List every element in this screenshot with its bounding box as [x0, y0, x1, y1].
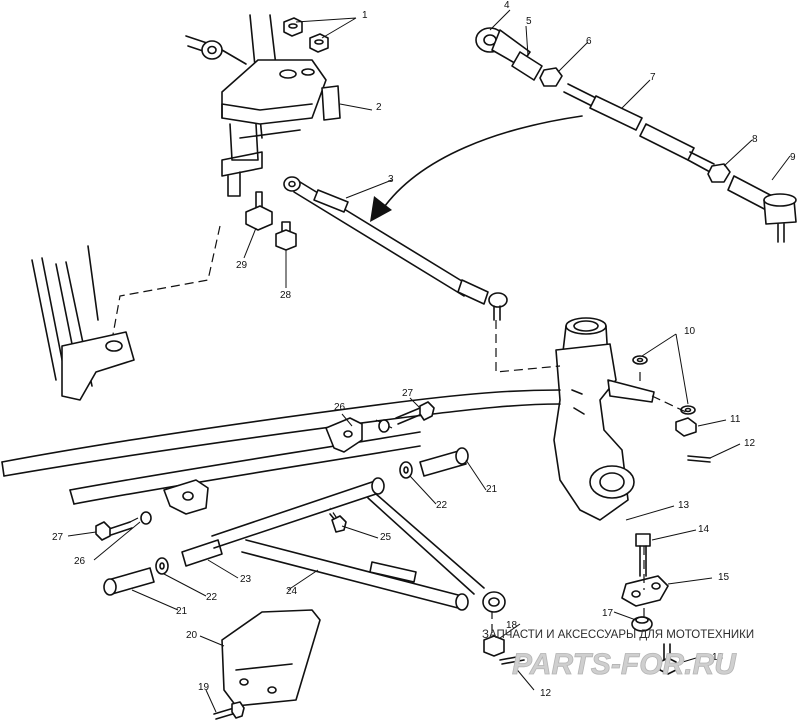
jam-nut-8	[707, 163, 731, 183]
bolt-19	[213, 701, 245, 720]
washer-26-lower	[140, 511, 152, 525]
callout-8: 8	[752, 134, 758, 145]
callout-7: 7	[650, 72, 656, 83]
callout-29: 29	[236, 260, 248, 271]
callout-26: 26	[74, 556, 86, 567]
callout-26: 26	[334, 402, 346, 413]
callout-22: 22	[436, 500, 448, 511]
boot-5	[511, 51, 543, 81]
callout-20: 20	[186, 630, 198, 641]
direction-arrow	[370, 115, 583, 222]
steering-post-bracket	[221, 14, 341, 197]
frame-bracket-26b	[163, 479, 209, 515]
washer-26-upper	[378, 419, 390, 433]
washer-22-lower	[155, 557, 169, 575]
callout-24: 24	[286, 586, 298, 597]
cotter-pin-12-upper	[687, 455, 711, 463]
bolt-27-lower	[95, 521, 133, 541]
frame	[1, 245, 561, 505]
callout-22: 22	[206, 592, 218, 603]
callout-numbers: 1234567891011121213141516171819202121222…	[52, 0, 796, 699]
tie-rod-7	[563, 83, 715, 173]
spindle-13	[553, 317, 655, 521]
washer-10a	[632, 355, 648, 365]
callout-17: 17	[602, 608, 614, 619]
tie-rod-3	[283, 176, 508, 321]
callout-10: 10	[684, 326, 696, 337]
bushing-21-upper	[419, 447, 469, 477]
watermark-logo: PARTS-FOR.RU	[512, 648, 737, 681]
nut-1b	[309, 33, 329, 53]
callout-19: 19	[198, 682, 210, 693]
bracket-15	[621, 575, 669, 607]
grease-fitting-28	[275, 221, 297, 251]
watermark-tagline: ЗАПЧАСТИ И АКСЕССУАРЫ ДЛЯ МОТОТЕХНИКИ	[482, 629, 754, 641]
callout-5: 5	[526, 16, 532, 27]
bolt-14	[635, 533, 651, 577]
callout-28: 28	[280, 290, 292, 301]
callout-21: 21	[176, 606, 188, 617]
callout-1: 1	[362, 10, 368, 21]
bolt-16	[659, 643, 677, 675]
boot-17	[631, 616, 653, 632]
tie-rod-end-small	[185, 35, 247, 65]
bushing-23	[181, 539, 223, 567]
callout-21: 21	[486, 484, 498, 495]
skid-plate-20	[221, 609, 321, 707]
callout-13: 13	[678, 500, 690, 511]
callout-18: 18	[506, 620, 518, 631]
jam-nut-6	[539, 67, 563, 87]
callout-4: 4	[504, 0, 510, 11]
callout-9: 9	[790, 152, 796, 163]
bushing-21-lower	[103, 567, 155, 596]
callout-12: 12	[744, 438, 756, 449]
callout-14: 14	[698, 524, 710, 535]
callout-23: 23	[240, 574, 252, 585]
watermark: ЗАПЧАСТИ И АКСЕССУАРЫ ДЛЯ МОТОТЕХНИКИ PA…	[482, 629, 754, 681]
callout-15: 15	[718, 572, 730, 583]
callout-6: 6	[586, 36, 592, 47]
callout-11: 11	[730, 414, 741, 425]
callout-27: 27	[402, 388, 414, 399]
callout-2: 2	[376, 102, 382, 113]
bolt-29	[245, 191, 273, 231]
callout-27: 27	[52, 532, 64, 543]
callout-12: 12	[540, 688, 552, 699]
frame-bracket-26a	[325, 417, 363, 453]
a-arm-24	[211, 477, 506, 613]
tie-rod-end-9	[727, 175, 797, 243]
nut-1a	[283, 17, 303, 37]
callout-25: 25	[380, 532, 392, 543]
bolt-27-upper	[395, 401, 435, 425]
castle-nut-11	[675, 417, 697, 437]
callout-16: 16	[712, 652, 724, 663]
leader-lines	[67, 9, 791, 713]
cotter-pin-12-lower	[499, 655, 525, 665]
washer-22-upper	[399, 461, 413, 479]
castle-nut-18	[483, 635, 505, 657]
callout-3: 3	[388, 174, 394, 185]
